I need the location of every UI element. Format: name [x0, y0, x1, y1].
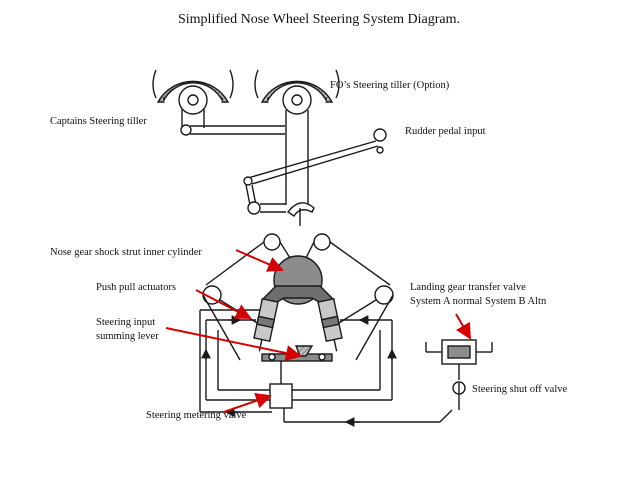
push-pull-arrow: [195, 289, 252, 319]
fo-tiller-icon: [254, 69, 340, 115]
metering-valve-label: Steering metering valve: [146, 410, 247, 421]
metering-valve-arrow: [223, 393, 272, 413]
transfer-valve-arrow: [455, 313, 472, 340]
shutoff-valve-label: Steering shut off valve: [472, 384, 568, 395]
metering-valve-icon: [269, 383, 293, 409]
captain-tiller-label: Captains Steering tiller: [50, 116, 147, 127]
rudder-pedal-label: Rudder pedal input: [405, 126, 486, 137]
shock-strut-label: Nose gear shock strut inner cylinder: [50, 247, 202, 258]
shock-strut-arrow: [235, 249, 284, 272]
summing-lever-label-1: Steering input: [96, 317, 156, 328]
push-pull-label: Push pull actuators: [96, 282, 176, 293]
captain-tiller-icon: [152, 69, 234, 115]
diagram-title: Simplified Nose Wheel Steering System Di…: [177, 12, 461, 27]
transfer-valve-label-2: System A normal System B Altn: [410, 296, 547, 307]
summing-lever-label-2: summing lever: [96, 331, 159, 342]
transfer-valve-label-1: Landing gear transfer valve: [410, 282, 526, 293]
summing-lever-arrow: [165, 327, 302, 361]
fo-tiller-label: FO’s Steering tiller (Option): [330, 80, 450, 91]
